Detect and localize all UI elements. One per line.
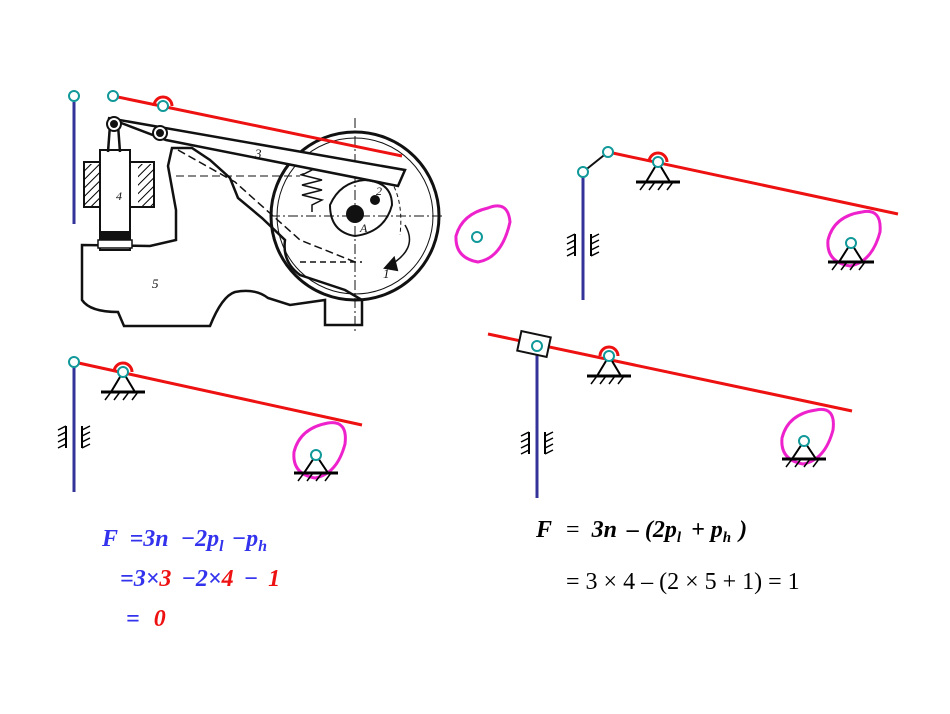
joint	[68, 90, 80, 102]
formula-right-line2: = 3 × 4 – (2 × 5 + 1) = 1	[566, 569, 800, 595]
cam-center-joint	[471, 231, 483, 243]
close-paren: )	[739, 517, 748, 543]
equals-sign: =	[129, 526, 144, 552]
kinematic-diagram-bottom-left	[57, 356, 363, 492]
term-2pl: – (2p	[626, 517, 677, 543]
frame-body	[80, 146, 364, 328]
term-3n: 3n	[591, 517, 617, 543]
label-part5: 5	[152, 276, 159, 291]
subscript-l: l	[219, 538, 224, 555]
guide-hatch	[566, 233, 600, 257]
term-ph: −p	[231, 526, 259, 552]
formula-right-line1: F = 3n – (2pl + ph )	[536, 518, 747, 546]
symbol-f: F	[536, 517, 553, 543]
cam-overlay	[454, 204, 512, 264]
guide-hatch	[520, 431, 554, 455]
label-part2: 2	[376, 184, 382, 198]
lever-3	[107, 116, 407, 188]
formula-left-line1: F =3n −2pl −ph	[102, 527, 267, 555]
label-point-a: A	[359, 221, 368, 235]
formula-left-line3: = 0	[126, 607, 166, 631]
label-part1: 1	[383, 266, 390, 281]
kinematic-diagram-top-right	[566, 146, 899, 300]
result-value: 0	[153, 606, 166, 632]
term-minus-2x: −2×	[181, 566, 222, 592]
joint	[157, 100, 169, 112]
guide-hatch	[57, 425, 91, 449]
value-pl: 4	[221, 566, 234, 592]
joint	[107, 90, 119, 102]
term-ph: + p	[691, 517, 723, 543]
subscript-l: l	[676, 530, 682, 546]
term-2pl: −2p	[180, 526, 220, 552]
subscript-h: h	[258, 538, 268, 555]
equals-sign: =	[120, 566, 134, 592]
equals-sign: =	[566, 517, 580, 543]
equals-sign: =	[126, 606, 140, 632]
value-n: 3	[159, 566, 172, 592]
value-ph: 1	[268, 566, 281, 592]
minus-sign: −	[243, 566, 259, 592]
kinematic-diagram-bottom-right	[487, 329, 853, 498]
subscript-h: h	[722, 530, 732, 546]
term-3x: 3×	[133, 566, 160, 592]
term-3n: 3n	[143, 526, 169, 552]
formula-left-line2: =3×3 −2×4 − 1	[120, 567, 280, 591]
punch-press-drawing: 3 2 A 1 4 5	[80, 116, 445, 332]
cam-shaft	[346, 205, 364, 223]
label-part3: 3	[254, 146, 262, 161]
label-part4: 4	[116, 189, 122, 203]
symbol-f: F	[102, 526, 118, 552]
overlay-top-left	[68, 90, 512, 264]
